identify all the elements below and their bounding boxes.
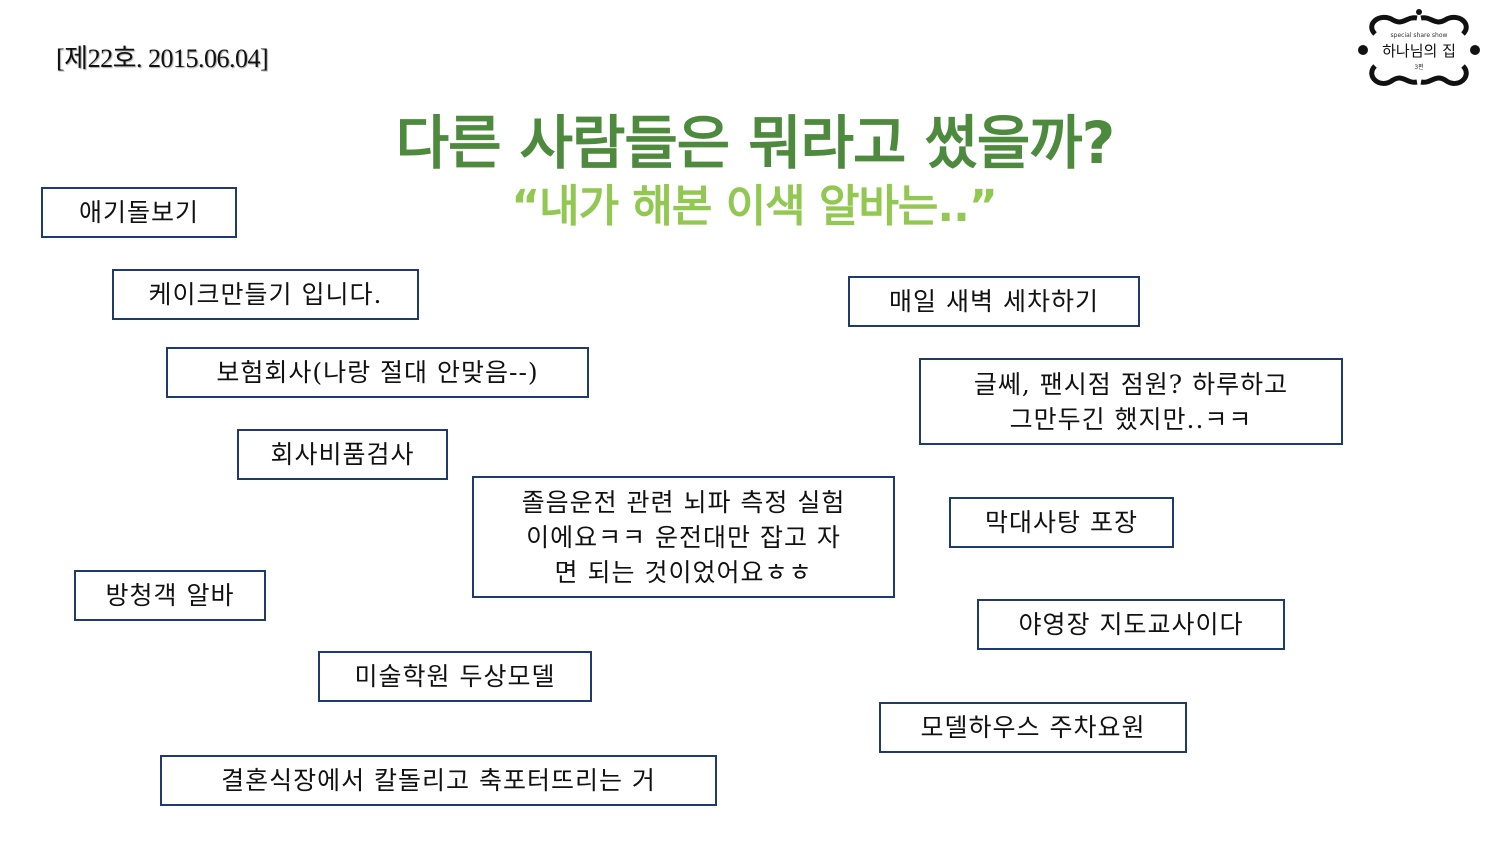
answer-text: 방청객 알바 (105, 581, 235, 610)
answer-text: 케이크만들기 입니다. (148, 280, 383, 309)
answer-text: 애기돌보기 (78, 198, 199, 227)
answer-box: 애기돌보기 (41, 187, 237, 238)
logo: special share show 하나님의 집 3편 (1355, 4, 1483, 96)
answer-box: 방청객 알바 (74, 570, 266, 621)
answer-text: 보험회사(나랑 절대 안맞음--) (216, 358, 539, 387)
issue-date: [제22호. 2015.06.04] (56, 44, 269, 73)
answer-box: 야영장 지도교사이다 (977, 599, 1285, 650)
answer-box: 보험회사(나랑 절대 안맞음--) (166, 347, 589, 398)
answer-text: 졸음운전 관련 뇌파 측정 실험 (521, 487, 846, 517)
answer-text: 그만두긴 했지만..ㅋㅋ (1009, 404, 1253, 434)
ornament-frame-icon: special share show 하나님의 집 3편 (1358, 9, 1480, 86)
slide-title: 다른 사람들은 뭐라고 썼을까? (395, 109, 1116, 177)
answer-box: 모델하우스 주차요원 (879, 702, 1187, 753)
answer-text: 매일 새벽 세차하기 (889, 287, 1099, 316)
answer-text: 막대사탕 포장 (985, 508, 1138, 537)
svg-text:special share show: special share show (1391, 32, 1448, 39)
answer-box: 매일 새벽 세차하기 (848, 276, 1140, 327)
answer-text: 야영장 지도교사이다 (1018, 610, 1244, 639)
answer-box: 결혼식장에서 칼돌리고 축포터뜨리는 거 (160, 755, 717, 806)
svg-text:3편: 3편 (1414, 63, 1423, 71)
svg-text:하나님의 집: 하나님의 집 (1382, 42, 1456, 60)
answer-box: 막대사탕 포장 (949, 497, 1174, 548)
answer-text: 결혼식장에서 칼돌리고 축포터뜨리는 거 (221, 766, 656, 795)
answer-box: 글쎄, 팬시점 점원? 하루하고 그만두긴 했지만..ㅋㅋ (919, 358, 1343, 445)
answer-box: 케이크만들기 입니다. (112, 269, 419, 320)
answer-box: 졸음운전 관련 뇌파 측정 실험 이에요ㅋㅋ 운전대만 잡고 자 면 되는 것이… (472, 476, 895, 598)
answer-text: 이에요ㅋㅋ 운전대만 잡고 자 (526, 522, 841, 552)
answer-text: 글쎄, 팬시점 점원? 하루하고 (973, 369, 1289, 399)
answer-text: 모델하우스 주차요원 (920, 713, 1146, 742)
answer-text: 면 되는 것이었어요ㅎㅎ (554, 557, 813, 587)
slide-subtitle: “내가 해본 이색 알바는..” (511, 181, 998, 232)
answer-text: 회사비품검사 (270, 440, 415, 469)
answer-text: 미술학원 두상모델 (354, 662, 556, 691)
answer-box: 회사비품검사 (237, 429, 448, 480)
answer-box: 미술학원 두상모델 (318, 651, 592, 702)
